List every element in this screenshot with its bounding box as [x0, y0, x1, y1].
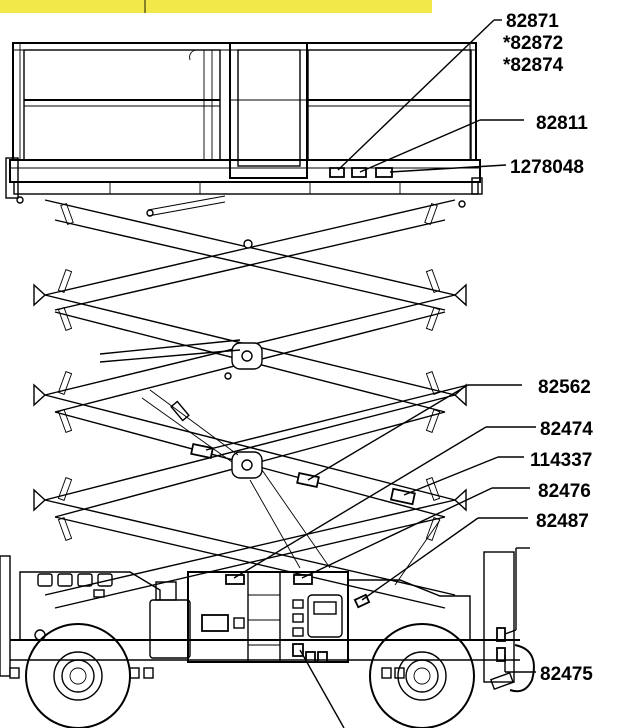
- platform-deck: [5, 157, 483, 208]
- label-82475: 82475: [540, 664, 593, 685]
- chassis: [0, 551, 535, 693]
- label-82474: 82474: [540, 419, 593, 440]
- label-82811: 82811: [536, 113, 588, 134]
- label-82487: 82487: [536, 511, 589, 532]
- front-wheel: [25, 623, 131, 728]
- header-band: [0, 0, 432, 13]
- label-82874: *82874: [503, 55, 564, 76]
- label-82872: *82872: [503, 33, 563, 54]
- label-82871: 82871: [506, 11, 559, 32]
- label-1278048: 1278048: [510, 157, 584, 178]
- part-number-labels: 82871 *82872 *82874 82811 1278048 82562 …: [503, 11, 593, 685]
- rear-wheel: [369, 623, 475, 728]
- callout-leaders: [205, 19, 536, 728]
- platform-guardrail: [12, 42, 477, 179]
- label-114337: 114337: [530, 450, 592, 471]
- arm-decals: [190, 442, 416, 506]
- scissor-arms: [33, 195, 467, 609]
- label-82562: 82562: [538, 377, 591, 398]
- label-82476: 82476: [538, 481, 591, 502]
